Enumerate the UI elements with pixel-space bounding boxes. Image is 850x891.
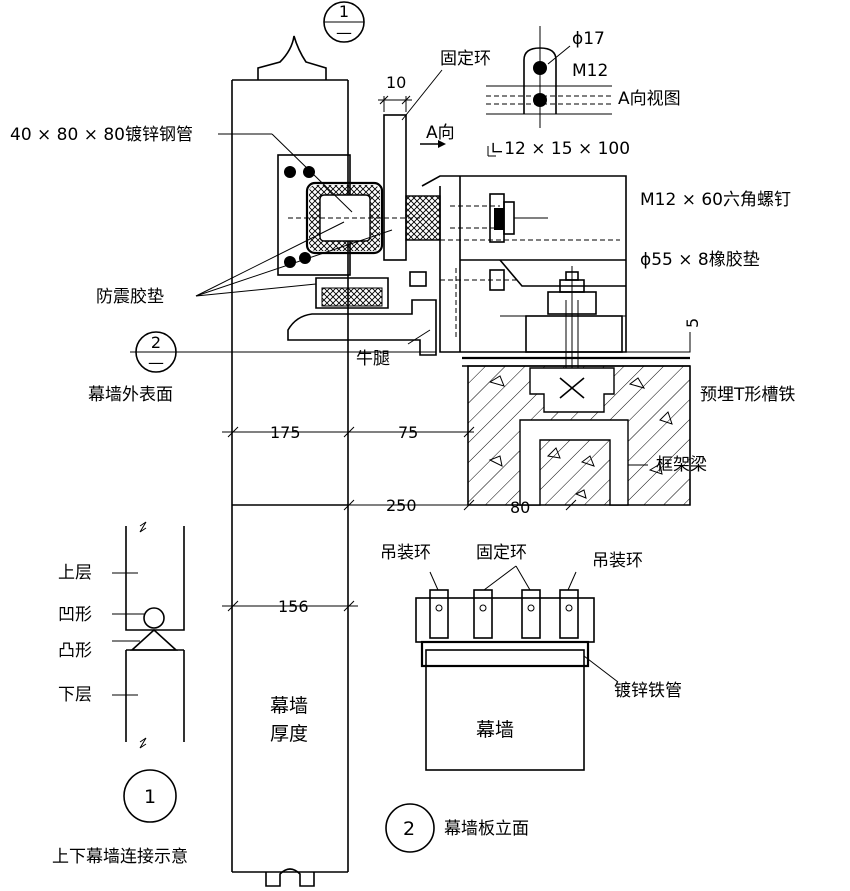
label-bolt: M12 × 60六角螺钉 [640, 190, 791, 210]
label-m12: M12 [572, 61, 608, 81]
connection-detail [277, 95, 627, 400]
label-circle-1: 1 [144, 786, 156, 808]
label-a-view: A向视图 [618, 89, 681, 109]
a-direction-view [486, 26, 612, 128]
caption-1: 上下幕墙连接示意 [52, 847, 188, 867]
label-anti-shock: 防震胶垫 [96, 287, 164, 307]
label-dim-10: 10 [386, 73, 406, 92]
ref-top-num: 1 [339, 2, 349, 21]
label-frame-beam: 框架梁 [656, 455, 707, 475]
label-circle-2: 2 [403, 818, 415, 840]
label-angle: ∟12 × 15 × 100 [490, 139, 630, 159]
main-wall-panel [231, 35, 349, 887]
label-lower: 下层 [58, 685, 92, 705]
label-outer-surface: 幕墙外表面 [88, 385, 173, 405]
section-ref-top: 1 — [323, 1, 365, 43]
ref-top-sub: — [336, 23, 352, 42]
label-dim-156: 156 [278, 597, 309, 616]
label-wall-thick-1: 幕墙 [270, 695, 308, 717]
label-dim-75: 75 [398, 423, 418, 442]
label-dim-175: 175 [270, 423, 301, 442]
text-labels: 40 × 80 × 80镀锌钢管 固定环 10 A向 ϕ17 M12 A向视图 … [10, 29, 795, 867]
caption-2: 幕墙板立面 [444, 819, 529, 839]
detail-2-elevation [385, 565, 619, 853]
label-bracket: 牛腿 [356, 349, 390, 369]
label-convex: 凸形 [58, 641, 92, 661]
label-lift-ring-left: 吊装环 [380, 543, 431, 563]
label-dim-80: 80 [510, 498, 530, 517]
label-curtain-wall: 幕墙 [476, 719, 514, 741]
label-galv-pipe: 镀锌铁管 [614, 681, 682, 701]
frame-beam [462, 332, 691, 506]
detail-1-connection [112, 521, 185, 823]
label-tube: 40 × 80 × 80镀锌钢管 [10, 125, 193, 145]
label-rubber-pad: ϕ55 × 8橡胶垫 [640, 250, 760, 270]
label-fixing-ring-top: 固定环 [440, 49, 491, 69]
label-concave: 凹形 [58, 605, 92, 625]
label-embedded: 预埋T形槽铁 [700, 385, 795, 405]
label-fix-ring: 固定环 [476, 543, 527, 563]
label-phi17: ϕ17 [572, 29, 605, 49]
label-num5: 5 [683, 318, 702, 328]
label-dim-250: 250 [386, 496, 417, 515]
section-ref-mid: 2 — [135, 331, 177, 373]
label-lift-ring-right: 吊装环 [592, 551, 643, 571]
label-a-dir: A向 [426, 123, 455, 143]
label-upper: 上层 [58, 563, 92, 583]
dimension-lines [222, 426, 580, 612]
label-wall-thick-2: 厚度 [270, 723, 308, 745]
ref-mid-num: 2 [151, 333, 161, 352]
ref-mid-sub: — [148, 353, 164, 372]
